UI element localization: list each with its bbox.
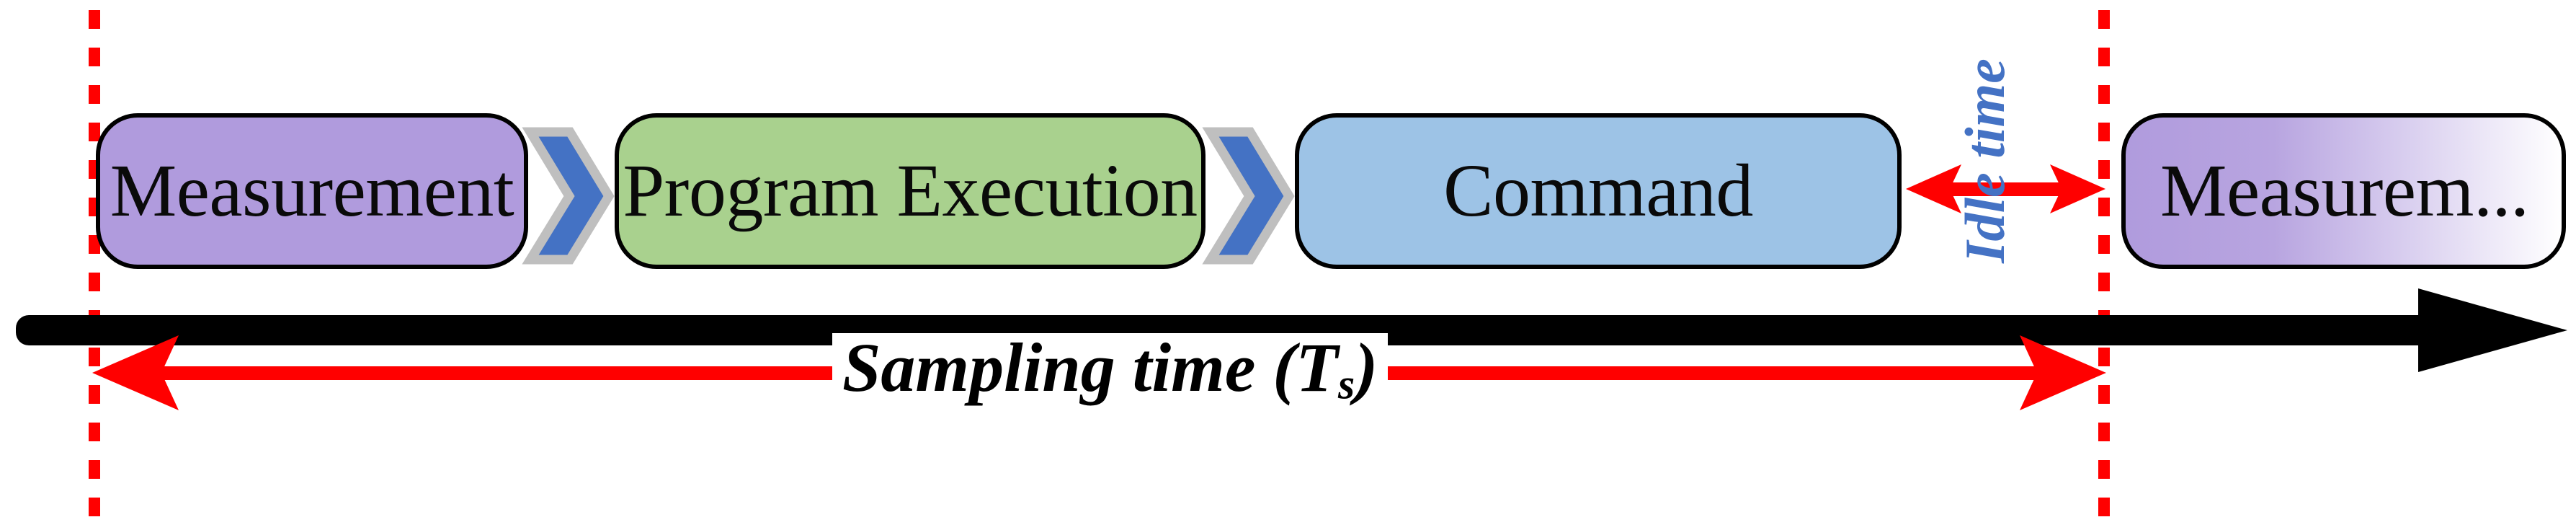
stage-box-measurement-1[interactable]: Measurement bbox=[96, 113, 528, 269]
sampling-time-subscript: s bbox=[1338, 360, 1355, 408]
stage-box-measurement-2[interactable]: Measurem... bbox=[2121, 113, 2566, 269]
sampling-time-text-suffix: ) bbox=[1355, 329, 1378, 406]
stage-label-measurement-1: Measurement bbox=[110, 149, 514, 232]
stage-box-command[interactable]: Command bbox=[1295, 113, 1902, 269]
stage-label-program-execution: Program Execution bbox=[623, 149, 1198, 232]
chevron-right-icon-2 bbox=[1202, 127, 1295, 265]
stage-box-program-execution[interactable]: Program Execution bbox=[615, 113, 1205, 269]
stage-label-measurement-2: Measurem... bbox=[2160, 149, 2529, 232]
idle-time-text: Idle time bbox=[1953, 58, 2016, 263]
time-axis-arrow bbox=[16, 288, 2567, 372]
sampling-time-label: Sampling time (Ts) bbox=[832, 333, 1389, 408]
stage-label-command: Command bbox=[1443, 149, 1753, 232]
sampling-time-text-prefix: Sampling time (T bbox=[842, 329, 1339, 406]
chevron-right-icon-1 bbox=[522, 127, 615, 265]
idle-time-label: Idle time bbox=[1845, 58, 2126, 263]
idle-time-arrow bbox=[1906, 164, 2105, 213]
